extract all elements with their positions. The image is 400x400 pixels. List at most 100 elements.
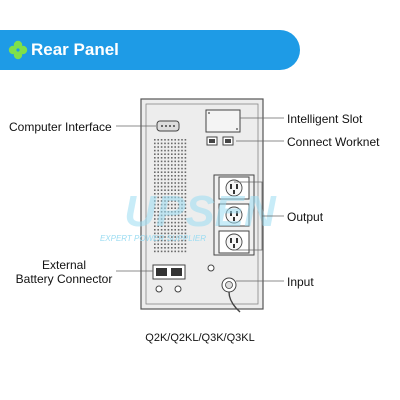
intelligent-slot [205,109,241,133]
vent-hole [181,211,183,213]
vent-hole [160,171,163,173]
vent-hole [174,139,176,141]
vent-hole [171,203,173,206]
vent-hole [177,236,180,238]
vent-hole [164,250,166,253]
vent-hole [177,142,180,145]
vent-hole [164,207,166,209]
vent-hole [174,175,176,177]
vent-hole [184,164,187,166]
vent-hole [184,149,187,152]
battery-connector [152,264,186,293]
vent-hole [171,225,173,227]
vent-hole [160,139,163,141]
vent-hole [174,229,176,231]
vent-hole [184,247,187,249]
vent-hole [181,193,183,195]
vent-hole [174,243,176,245]
vent-hole [164,189,166,191]
vent-hole [154,157,156,159]
vent-hole [164,142,166,145]
vent-hole [167,250,170,253]
vent-hole [154,225,156,227]
vent-hole [171,193,173,195]
vent-hole [184,189,187,191]
vent-hole [154,229,156,231]
vent-hole [160,214,163,217]
vent-hole [171,182,173,184]
ups-inner-frame [145,103,259,305]
vent-hole [174,211,176,213]
vent-hole [177,171,180,173]
label-external-battery-line2: Battery Connector [15,272,113,286]
vent-hole [157,207,159,209]
vent-hole [174,239,176,242]
vent-hole [177,207,180,209]
vent-hole [160,160,163,163]
vent-hole [171,214,173,217]
vent-hole [157,185,159,188]
vent-hole [154,164,156,166]
vent-hole [171,167,173,170]
vent-hole [157,182,159,184]
vent-hole [160,200,163,202]
vent-hole [157,214,159,217]
vent-hole [160,153,163,155]
vent-hole [157,200,159,202]
vent-hole [171,160,173,163]
vent-hole [181,250,183,253]
vent-hole [154,149,156,152]
vent-hole [167,207,170,209]
vent-hole [154,218,156,220]
vent-hole [160,178,163,181]
vent-hole [177,153,180,155]
vent-hole [154,243,156,245]
vent-hole [157,189,159,191]
vent-hole [157,193,159,195]
vent-hole [184,214,187,217]
vent-hole [164,196,166,199]
vent-hole [164,229,166,231]
vent-hole [184,211,187,213]
vent-hole [177,189,180,191]
vent-hole [174,146,176,148]
vent-hole [167,167,170,170]
vent-hole [181,200,183,202]
vent-hole [164,225,166,227]
vent-hole [164,193,166,195]
vent-hole [174,167,176,170]
vent-hole [164,243,166,245]
vent-hole [181,214,183,217]
vent-hole [171,218,173,220]
vent-hole [184,142,187,145]
vent-hole [184,193,187,195]
vent-hole [177,221,180,224]
vent-hole [184,175,187,177]
vent-hole [167,175,170,177]
vent-hole [157,221,159,224]
vent-hole [154,185,156,188]
vent-hole [160,250,163,253]
vent-hole [174,250,176,253]
vent-hole [167,157,170,159]
vent-hole [164,160,166,163]
vent-hole [167,247,170,249]
vent-hole [181,164,183,166]
vent-hole [160,221,163,224]
label-intelligent-slot: Intelligent Slot [287,112,363,126]
vent-hole [167,149,170,152]
vent-hole [154,193,156,195]
vent-hole [157,142,159,145]
vent-hole [154,250,156,253]
vent-hole [167,225,170,227]
vent-hole [181,221,183,224]
vent-hole [171,221,173,224]
vent-hole [167,142,170,145]
vent-hole [174,182,176,184]
vent-hole [174,196,176,199]
vent-hole [184,157,187,159]
vent-hole [157,157,159,159]
vent-hole [167,200,170,202]
vent-hole [174,185,176,188]
vent-hole [154,182,156,184]
